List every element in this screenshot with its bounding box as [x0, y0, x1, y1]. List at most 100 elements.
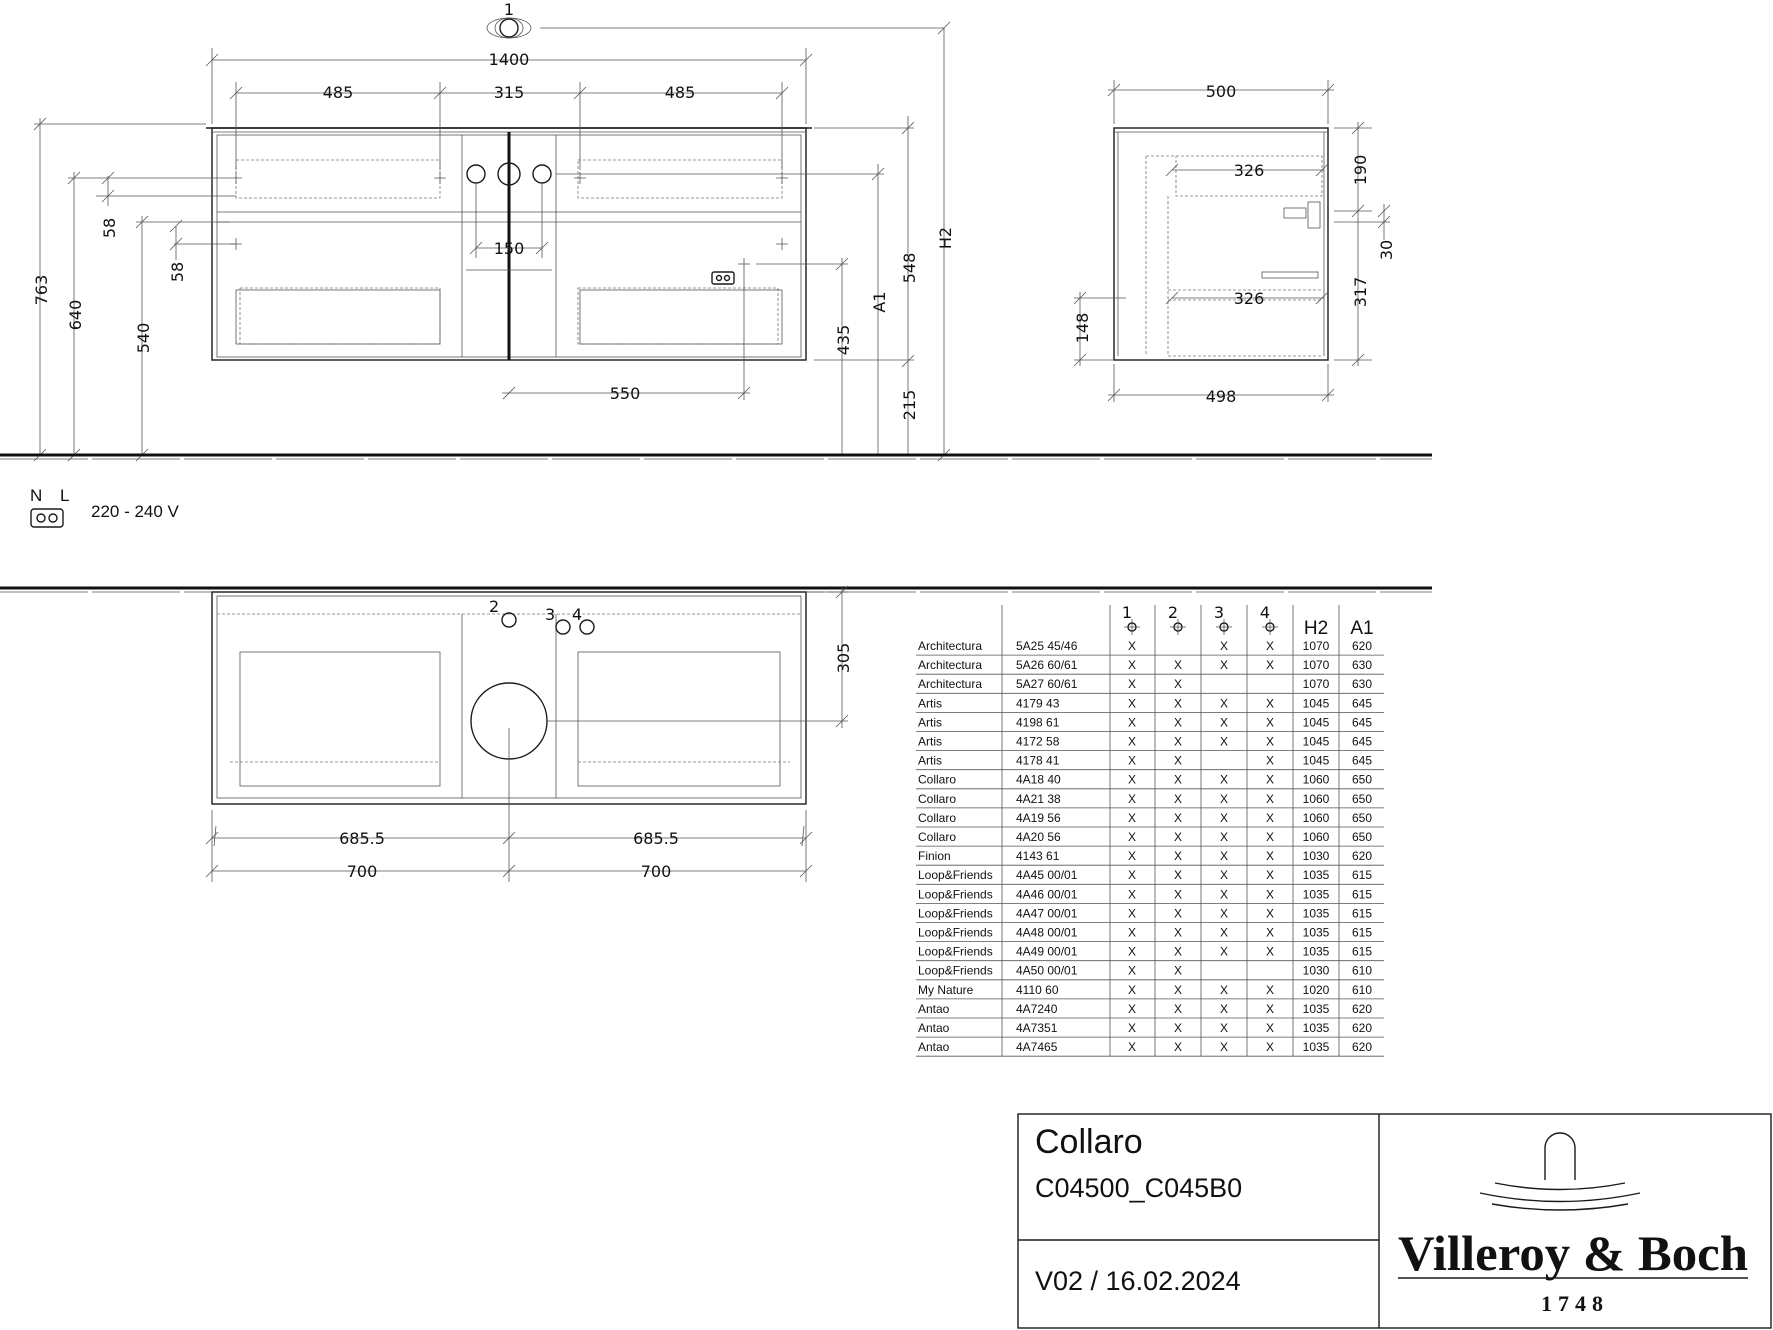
plan-tap-3: [555, 619, 571, 635]
table-header-4: 4: [1260, 603, 1270, 622]
table-row-series: Antao: [918, 1040, 950, 1054]
table-cell: X: [1128, 1002, 1136, 1016]
table-cell: 1060: [1303, 792, 1330, 806]
electrical-info: N L 220 - 240 V: [30, 486, 180, 528]
table-row-model: 4A47 00/01: [1016, 906, 1078, 920]
side-elevation: [1113, 127, 1329, 361]
table-cell: X: [1174, 677, 1182, 691]
socket-symbol-icon: [30, 508, 64, 528]
dim-498: 498: [1206, 387, 1237, 406]
table-row-series: Artis: [918, 696, 942, 710]
dim-640: 640: [66, 300, 85, 331]
table-cell: X: [1128, 792, 1136, 806]
table-cell: 630: [1352, 677, 1372, 691]
table-cell: X: [1266, 1021, 1274, 1035]
upper-right-drawer: [577, 159, 783, 199]
table-cell: X: [1220, 1021, 1228, 1035]
table-cell: X: [1174, 1021, 1182, 1035]
table-row-model: 4A46 00/01: [1016, 887, 1078, 901]
table-cell: X: [1128, 811, 1136, 825]
dim-148: 148: [1073, 313, 1092, 344]
table-cell: 610: [1352, 964, 1372, 978]
table-cell: X: [1128, 945, 1136, 959]
table-row-model: 4A45 00/01: [1016, 868, 1078, 882]
table-cell: X: [1174, 1002, 1182, 1016]
table-cell: 620: [1352, 849, 1372, 863]
table-cell: X: [1266, 696, 1274, 710]
live-label: L: [60, 486, 69, 505]
table-cell: X: [1266, 849, 1274, 863]
table-cell: X: [1128, 639, 1136, 653]
table-cell: X: [1174, 906, 1182, 920]
table-cell: X: [1220, 696, 1228, 710]
plan-tap-4: [579, 619, 595, 635]
table-cell: X: [1220, 868, 1228, 882]
table-cell: X: [1174, 868, 1182, 882]
table-cell: X: [1266, 983, 1274, 997]
table-cell: 1045: [1303, 715, 1330, 729]
table-cell: 620: [1352, 1002, 1372, 1016]
table-cell: X: [1220, 906, 1228, 920]
table-row-series: Artis: [918, 754, 942, 768]
table-row-model: 4A7351: [1016, 1021, 1058, 1035]
table-cell: 650: [1352, 773, 1372, 787]
dim-326-lower: 326: [1234, 289, 1265, 308]
dim-315: 315: [494, 83, 525, 102]
table-cell: X: [1128, 658, 1136, 672]
dim-548: 548: [900, 253, 919, 284]
product-code: C04500_C045B0: [1035, 1173, 1242, 1203]
table-row-model: 4178 41: [1016, 754, 1060, 768]
table-cell: X: [1174, 945, 1182, 959]
table-header-5: H2: [1304, 618, 1328, 639]
table-cell: X: [1220, 849, 1228, 863]
dim-326-upper: 326: [1234, 161, 1265, 180]
table-row-series: Antao: [918, 1002, 950, 1016]
table-cell: 1035: [1303, 1040, 1330, 1054]
table-cell: X: [1266, 754, 1274, 768]
table-cell: X: [1266, 773, 1274, 787]
table-header-2: 2: [1168, 603, 1178, 622]
dim-700-right: 700: [641, 862, 672, 881]
table-row-model: 4A50 00/01: [1016, 964, 1078, 978]
table-cell: X: [1128, 983, 1136, 997]
table-cell: X: [1266, 906, 1274, 920]
brand-logo-icon: [1479, 1132, 1641, 1211]
table-row-model: 4A7465: [1016, 1040, 1058, 1054]
table-cell: X: [1128, 754, 1136, 768]
dim-685-right: 685.5: [633, 829, 679, 848]
table-cell: X: [1128, 735, 1136, 749]
table-cell: 1035: [1303, 906, 1330, 920]
table-cell: 1070: [1303, 639, 1330, 653]
table-cell: X: [1174, 1040, 1182, 1054]
table-row-model: 5A25 45/46: [1016, 639, 1078, 653]
table-cell: X: [1266, 735, 1274, 749]
upper-left-drawer: [235, 159, 441, 199]
table-row-model: 5A27 60/61: [1016, 677, 1078, 691]
dim-435: 435: [834, 325, 853, 356]
dim-485-left: 485: [323, 83, 354, 102]
table-cell: X: [1174, 715, 1182, 729]
table-cell: 1020: [1303, 983, 1330, 997]
table-cell: X: [1266, 811, 1274, 825]
table-cell: 650: [1352, 792, 1372, 806]
table-row-series: Architectura: [918, 639, 982, 653]
table-cell: 1045: [1303, 735, 1330, 749]
table-cell: 615: [1352, 868, 1372, 882]
table-cell: X: [1174, 830, 1182, 844]
table-cell: X: [1266, 639, 1274, 653]
table-cell: X: [1174, 792, 1182, 806]
table-cell: X: [1220, 1002, 1228, 1016]
table-cell: X: [1174, 887, 1182, 901]
table-cell: X: [1128, 887, 1136, 901]
table-cell: X: [1174, 849, 1182, 863]
brand-year: 1748: [1541, 1291, 1609, 1316]
table-cell: 615: [1352, 887, 1372, 901]
table-cell: X: [1220, 945, 1228, 959]
table-cell: X: [1128, 830, 1136, 844]
table-cell: 620: [1352, 1040, 1372, 1054]
brand-name: Villeroy & Boch: [1398, 1225, 1748, 1281]
table-cell: 1045: [1303, 754, 1330, 768]
dim-305: 305: [834, 643, 853, 674]
table-cell: X: [1220, 830, 1228, 844]
